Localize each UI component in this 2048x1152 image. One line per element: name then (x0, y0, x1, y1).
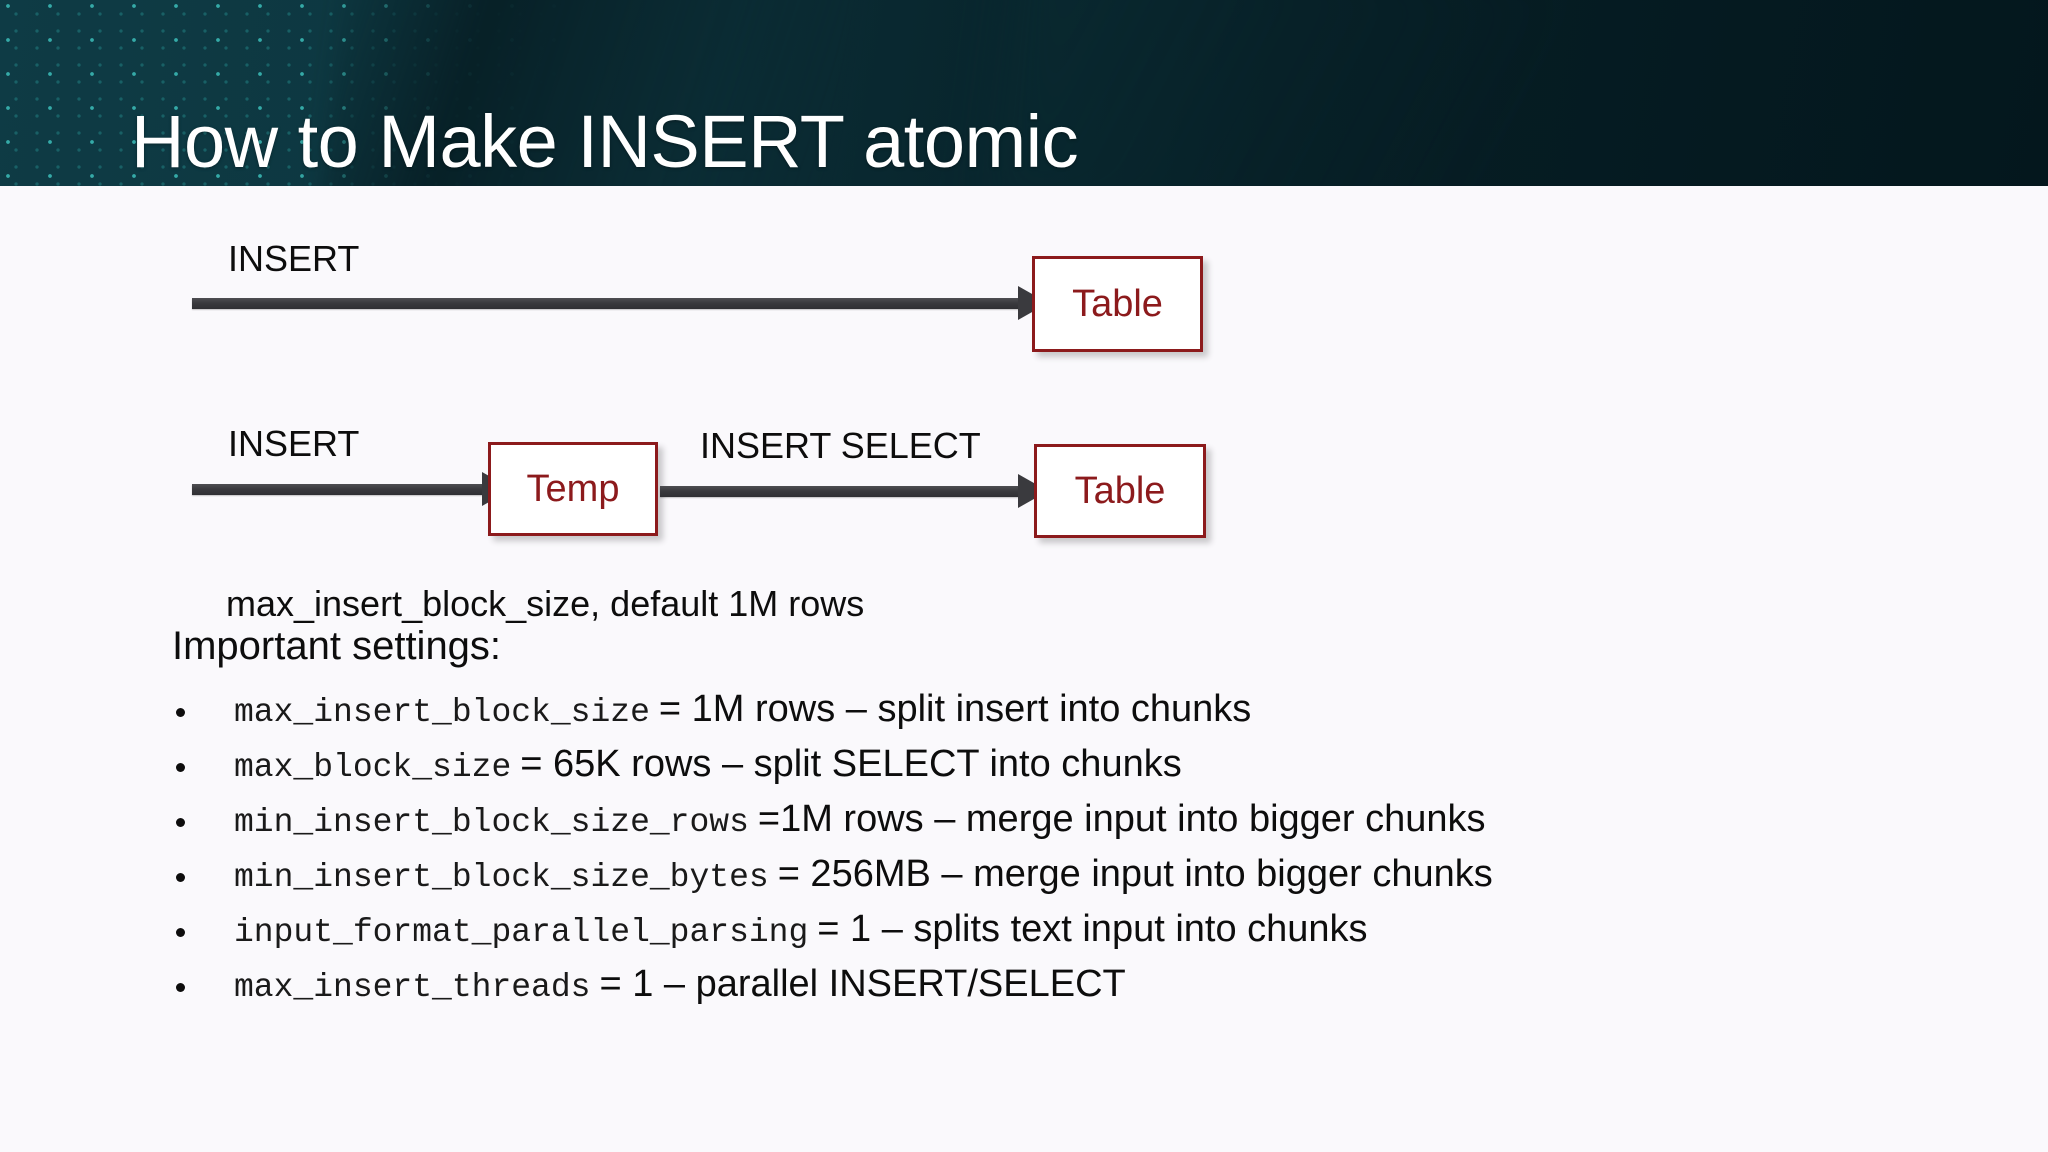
slide-header-banner: How to Make INSERT atomic (0, 0, 2048, 186)
bullet-point-icon (176, 928, 185, 937)
bullet-point-icon (176, 763, 185, 772)
setting-description: = 65K rows – split SELECT into chunks (520, 743, 1182, 785)
row2-temp-node-label: Temp (526, 468, 620, 510)
bullet-point-icon (176, 818, 185, 827)
bullet-point-icon (176, 873, 185, 882)
setting-name: min_insert_block_size_rows (234, 804, 749, 841)
bullet-point-icon (176, 983, 185, 992)
list-item: max_block_size = 65K rows – split SELECT… (172, 743, 1972, 798)
list-item: min_insert_block_size_rows =1M rows – me… (172, 798, 1972, 853)
row2-arrow1-shaft (192, 484, 484, 495)
settings-bullet-list: max_insert_block_size = 1M rows – split … (172, 688, 1972, 1018)
setting-name: min_insert_block_size_bytes (234, 859, 769, 896)
list-item: max_insert_block_size = 1M rows – split … (172, 688, 1972, 743)
list-item: input_format_parallel_parsing = 1 – spli… (172, 908, 1972, 963)
row1-arrow-shaft (192, 298, 1020, 309)
setting-name: max_insert_block_size (234, 694, 650, 731)
bullet-point-icon (176, 708, 185, 717)
setting-name: max_insert_threads (234, 969, 591, 1006)
setting-name: max_block_size (234, 749, 512, 786)
setting-description: = 1M rows – split insert into chunks (658, 688, 1252, 730)
setting-description: = 256MB – merge input into bigger chunks (777, 853, 1493, 895)
row1-table-node: Table (1032, 256, 1203, 352)
setting-description: = 1 – parallel INSERT/SELECT (599, 963, 1126, 1005)
setting-name: input_format_parallel_parsing (234, 914, 809, 951)
row2-arrow2-shaft (660, 486, 1020, 497)
row2-temp-node: Temp (488, 442, 658, 536)
slide-content: INSERT Table max_insert_block_size, defa… (0, 186, 2048, 1152)
row2-arrow2-label: INSERT SELECT (700, 425, 981, 466)
row2-arrow-label: INSERT (228, 423, 360, 464)
list-item: min_insert_block_size_bytes = 256MB – me… (172, 853, 1972, 908)
row2-table-node-label: Table (1074, 470, 1166, 512)
row2-table-node: Table (1034, 444, 1206, 538)
header-glow-decoration (982, 0, 1718, 186)
slide-title: How to Make INSERT atomic (131, 99, 1079, 183)
list-item: max_insert_threads = 1 – parallel INSERT… (172, 963, 1972, 1018)
insert-flow-diagram: INSERT Table max_insert_block_size, defa… (0, 186, 2048, 636)
settings-heading: Important settings: (172, 624, 502, 668)
setting-description: = 1 – splits text input into chunks (817, 908, 1368, 950)
row1-caption: max_insert_block_size, default 1M rows (226, 583, 865, 624)
row1-table-node-label: Table (1072, 283, 1163, 325)
row1-arrow-label: INSERT (228, 238, 360, 279)
setting-description: =1M rows – merge input into bigger chunk… (757, 798, 1486, 840)
